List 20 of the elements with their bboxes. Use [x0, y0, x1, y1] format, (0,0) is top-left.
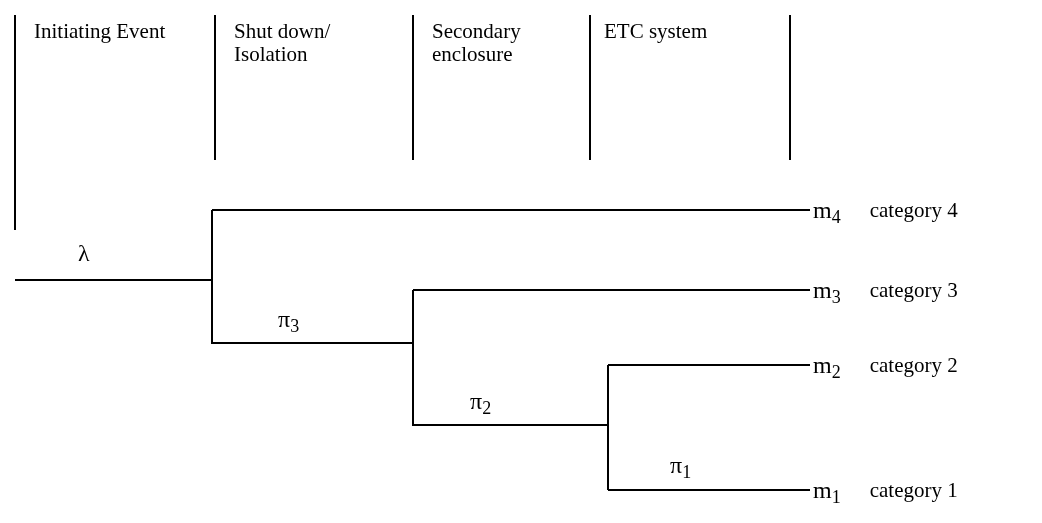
- outcome-label: m$_{4}$: [810, 194, 844, 226]
- outcome-label: m$_{3}$: [810, 274, 844, 306]
- category-label: category 1: [869, 477, 958, 504]
- column-heading: Shut down/ Isolation: [234, 20, 332, 67]
- category-label: category 4: [869, 197, 958, 224]
- column-heading: Initiating Event: [34, 20, 167, 44]
- category-label: category 2: [869, 352, 958, 379]
- column-heading: Secondary enclosure: [432, 20, 522, 67]
- column-heading: ETC system: [604, 20, 709, 44]
- category-label: category 3: [869, 277, 958, 304]
- branch-probability-label: λ: [78, 240, 90, 267]
- branch-probability-label: π$_{2}$: [470, 388, 492, 415]
- outcome-label: m$_{2}$: [810, 349, 844, 381]
- tree-branch-line: [607, 364, 811, 366]
- tree-branch-line: [412, 289, 811, 291]
- branch-probability-label: π$_{1}$: [670, 452, 692, 479]
- outcome-label: m$_{1}$: [810, 474, 844, 506]
- tree-branch-line: [607, 489, 811, 491]
- tree-branch-line: [211, 209, 811, 211]
- branch-probability-label: π$_{3}$: [278, 306, 300, 333]
